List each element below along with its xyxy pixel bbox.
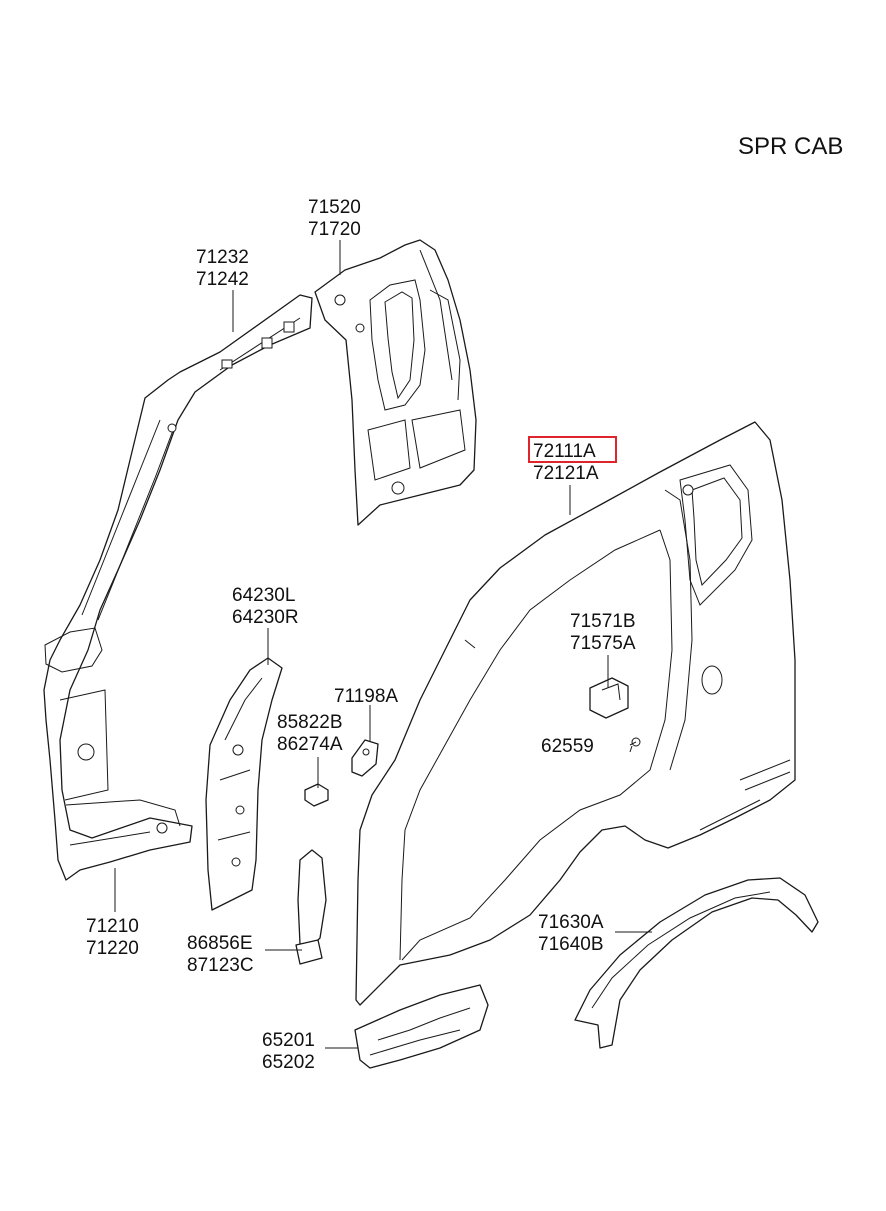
callout-62559-line1: 62559 bbox=[541, 736, 594, 757]
callout-71232-line1: 71232 bbox=[196, 247, 249, 268]
callout-85822b[interactable]: 85822B 86274A bbox=[277, 712, 343, 755]
callout-64230l[interactable]: 64230L 64230R bbox=[232, 585, 299, 628]
callout-62559[interactable]: 62559 bbox=[541, 736, 594, 757]
callout-71198a[interactable]: 71198A bbox=[334, 686, 398, 707]
callout-71630a[interactable]: 71630A 71640B bbox=[538, 912, 604, 955]
leader-lines bbox=[114, 240, 652, 1049]
callout-72111a[interactable]: 72111A 72121A bbox=[528, 436, 617, 484]
rear-inner-panel-part[interactable] bbox=[314, 239, 477, 526]
bracket-71571b-part[interactable] bbox=[589, 677, 629, 719]
callout-71232[interactable]: 71232 71242 bbox=[196, 247, 249, 290]
bracket-85822b-part[interactable] bbox=[304, 783, 329, 807]
callout-71630a-line2: 71640B bbox=[538, 934, 604, 955]
callout-71571b-line2: 71575A bbox=[570, 633, 636, 654]
callout-86856e-line2: 87123C bbox=[187, 955, 254, 976]
callout-71210-line2: 71220 bbox=[86, 938, 139, 959]
pillar-reinforcement-part[interactable] bbox=[205, 657, 283, 911]
callout-65201-line1: 65201 bbox=[262, 1030, 315, 1051]
callout-85822b-line1: 85822B bbox=[277, 712, 343, 733]
callout-86856e-line1: 86856E bbox=[187, 933, 253, 954]
callout-71571b-line1: 71571B bbox=[570, 611, 636, 632]
diagram-title: SPR CAB bbox=[738, 133, 843, 160]
callout-72111a-highlight-box bbox=[528, 436, 617, 463]
bracket-86856e-part[interactable] bbox=[295, 849, 327, 965]
sill-panel-part[interactable] bbox=[354, 984, 489, 1069]
callout-65201-line2: 65202 bbox=[262, 1052, 315, 1073]
callout-71232-line2: 71242 bbox=[196, 269, 249, 290]
callout-64230l-line2: 64230R bbox=[232, 607, 299, 628]
callout-71520-line2: 71720 bbox=[308, 219, 361, 240]
clip-71198a-part[interactable] bbox=[351, 739, 379, 777]
callout-64230l-line1: 64230L bbox=[232, 585, 295, 606]
callout-86856e[interactable]: 86856E 87123C bbox=[187, 933, 254, 976]
callout-71520-line1: 71520 bbox=[308, 197, 361, 218]
callout-71210[interactable]: 71210 71220 bbox=[86, 916, 139, 959]
callout-72111a-line1: 72111A bbox=[533, 441, 596, 462]
front-pillar-part[interactable] bbox=[43, 294, 313, 881]
callout-72111a-line2: 72121A bbox=[533, 463, 599, 484]
wheel-house-part[interactable] bbox=[574, 877, 819, 1049]
callout-71520[interactable]: 71520 71720 bbox=[308, 197, 361, 240]
callout-71571b[interactable]: 71571B 71575A bbox=[570, 611, 636, 654]
callout-71198a-line1: 71198A bbox=[334, 686, 398, 707]
callout-65201[interactable]: 65201 65202 bbox=[262, 1030, 315, 1073]
outer-side-panel-part[interactable] bbox=[355, 421, 796, 1006]
callout-71210-line1: 71210 bbox=[86, 916, 139, 937]
callout-85822b-line2: 86274A bbox=[277, 734, 343, 755]
callout-71630a-line1: 71630A bbox=[538, 912, 604, 933]
